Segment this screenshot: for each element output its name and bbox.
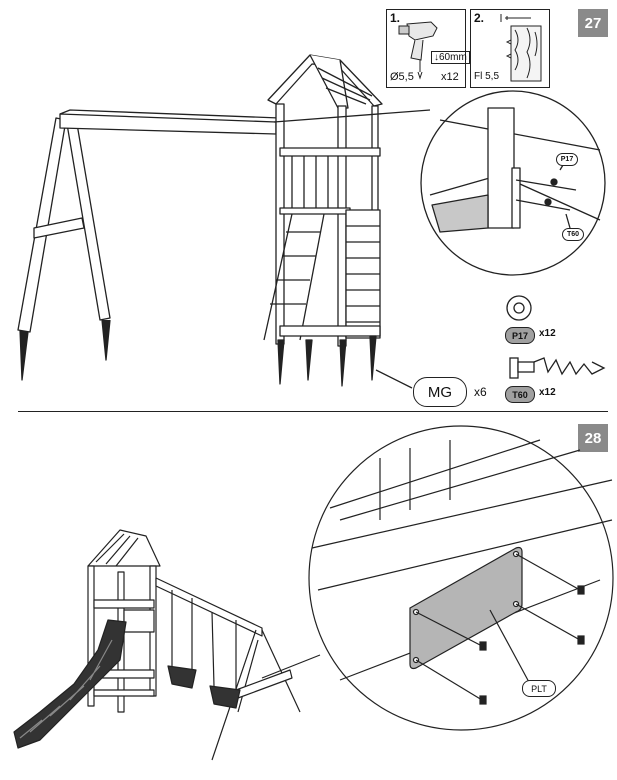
lag-screw-icon	[509, 357, 606, 379]
step-divider	[18, 411, 608, 412]
swing-set-tower-drawing-27	[17, 54, 606, 389]
parts-illustrations	[506, 295, 606, 379]
drill-quantity: x12	[441, 71, 459, 83]
step-number-27: 27	[578, 9, 608, 37]
part-code-p17: P17	[505, 327, 535, 344]
mg-code: MG	[427, 383, 453, 401]
screw-into-wood-icon	[500, 14, 542, 82]
callout-p17: P17	[556, 153, 578, 166]
plt-label: PLT	[522, 680, 556, 697]
plt-code: PLT	[531, 683, 547, 694]
slide	[13, 619, 127, 749]
detail-zoom-circle-28	[308, 425, 614, 731]
part-qty-t60: x12	[539, 387, 556, 398]
drill-size: Ø5,5	[390, 71, 414, 83]
plate-screws	[415, 553, 585, 705]
swing-seat-1	[167, 665, 197, 689]
step-1-label: 1.	[390, 11, 401, 25]
part-qty-p17: x12	[539, 328, 556, 339]
mg-quantity: x6	[474, 385, 487, 399]
step-number-28: 28	[578, 424, 608, 452]
drill-instruction-panel: 1. ↓60mm Ø5,5 x12	[386, 9, 470, 88]
swing-seat-2	[209, 685, 241, 709]
part-code-t60: T60	[505, 386, 535, 403]
plt-plate	[409, 546, 523, 670]
fl-size: Fl 5,5	[474, 71, 500, 82]
drill-depth: ↓60mm	[431, 51, 470, 64]
step-2-label: 2.	[474, 11, 485, 25]
screwdriver-instruction-panel: 2. Fl 5,5	[470, 9, 550, 88]
callout-t60: T60	[562, 228, 584, 241]
mg-part-label: MG	[413, 377, 467, 407]
drill-icon	[398, 21, 438, 80]
ladder	[263, 213, 325, 341]
